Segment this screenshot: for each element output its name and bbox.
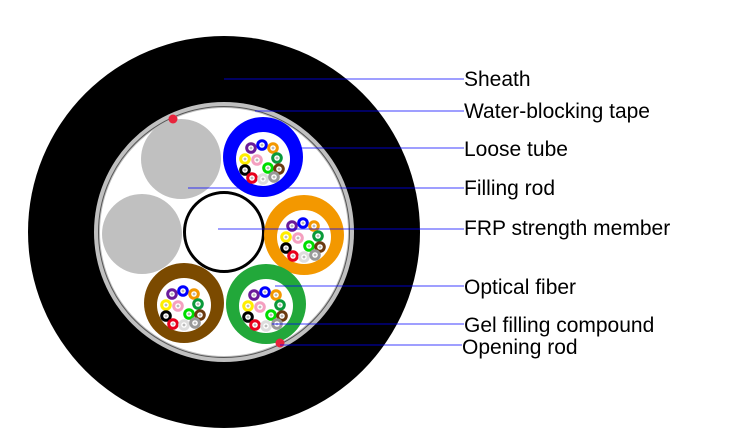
- label-gel-filling-compound: Gel filling compound: [464, 314, 655, 337]
- fiber-core: [290, 224, 294, 228]
- fiber-core: [261, 177, 265, 181]
- fiber-core: [274, 293, 278, 297]
- fiber-core: [170, 292, 174, 296]
- fiber-core: [196, 302, 200, 306]
- fiber-core: [272, 175, 276, 179]
- label-water-blocking-tape: Water-blocking tape: [464, 100, 650, 123]
- fiber-core: [280, 314, 284, 318]
- filling-rod-left: [102, 194, 182, 274]
- fiber-core: [266, 166, 270, 170]
- fiber-core: [171, 322, 175, 326]
- fiber-core: [252, 293, 256, 297]
- fiber-core: [243, 157, 247, 161]
- fiber-core: [164, 303, 168, 307]
- loose-tube-blue: [223, 117, 303, 197]
- fiber-core: [192, 292, 196, 296]
- frp-strength-member: [183, 191, 265, 273]
- label-opening-rod: Opening rod: [462, 336, 578, 359]
- label-optical-fiber: Optical fiber: [464, 276, 577, 299]
- fiber-core: [275, 156, 279, 160]
- fiber-core: [313, 253, 317, 257]
- fiber-core: [269, 313, 273, 317]
- fiber-core: [316, 234, 320, 238]
- filling-rod-top: [141, 119, 221, 199]
- fiber-core: [318, 245, 322, 249]
- fiber-core: [187, 312, 191, 316]
- fiber-core: [264, 324, 268, 328]
- fiber-core: [291, 254, 295, 258]
- label-loose-tube: Loose tube: [464, 138, 568, 161]
- loose-tubes-group: [144, 117, 344, 344]
- fiber-core: [181, 289, 185, 293]
- label-sheath: Sheath: [464, 68, 531, 91]
- opening-rod-top: [168, 114, 178, 124]
- fiber-core: [198, 313, 202, 317]
- fiber-core: [263, 290, 267, 294]
- fiber-core: [255, 158, 259, 162]
- fiber-core: [302, 255, 306, 259]
- loose-tube-green: [226, 264, 306, 344]
- fiber-core: [193, 321, 197, 325]
- label-filling-rod: Filling rod: [464, 177, 556, 200]
- label-frp-strength-member: FRP strength member: [464, 217, 671, 240]
- fiber-core: [284, 235, 288, 239]
- fiber-core: [277, 167, 281, 171]
- fiber-core: [260, 143, 264, 147]
- loose-tube-brown: [144, 263, 224, 343]
- fiber-core: [243, 168, 247, 172]
- opening-rod-bottom: [275, 338, 285, 348]
- leader-lines-group: [188, 78, 464, 346]
- fiber-core: [271, 146, 275, 150]
- fiber-core: [246, 315, 250, 319]
- fiber-core: [258, 305, 262, 309]
- fiber-core: [246, 304, 250, 308]
- fiber-core: [182, 323, 186, 327]
- fiber-core: [164, 314, 168, 318]
- fiber-core: [176, 304, 180, 308]
- fiber-core: [301, 221, 305, 225]
- fiber-core: [249, 146, 253, 150]
- fiber-core: [284, 246, 288, 250]
- fiber-core: [296, 236, 300, 240]
- loose-tube-orange: [264, 195, 344, 275]
- fiber-core: [253, 323, 257, 327]
- fiber-core: [307, 244, 311, 248]
- water-blocking-tape-line: [98, 106, 350, 358]
- fiber-core: [250, 176, 254, 180]
- fiber-core: [312, 224, 316, 228]
- fiber-core: [278, 303, 282, 307]
